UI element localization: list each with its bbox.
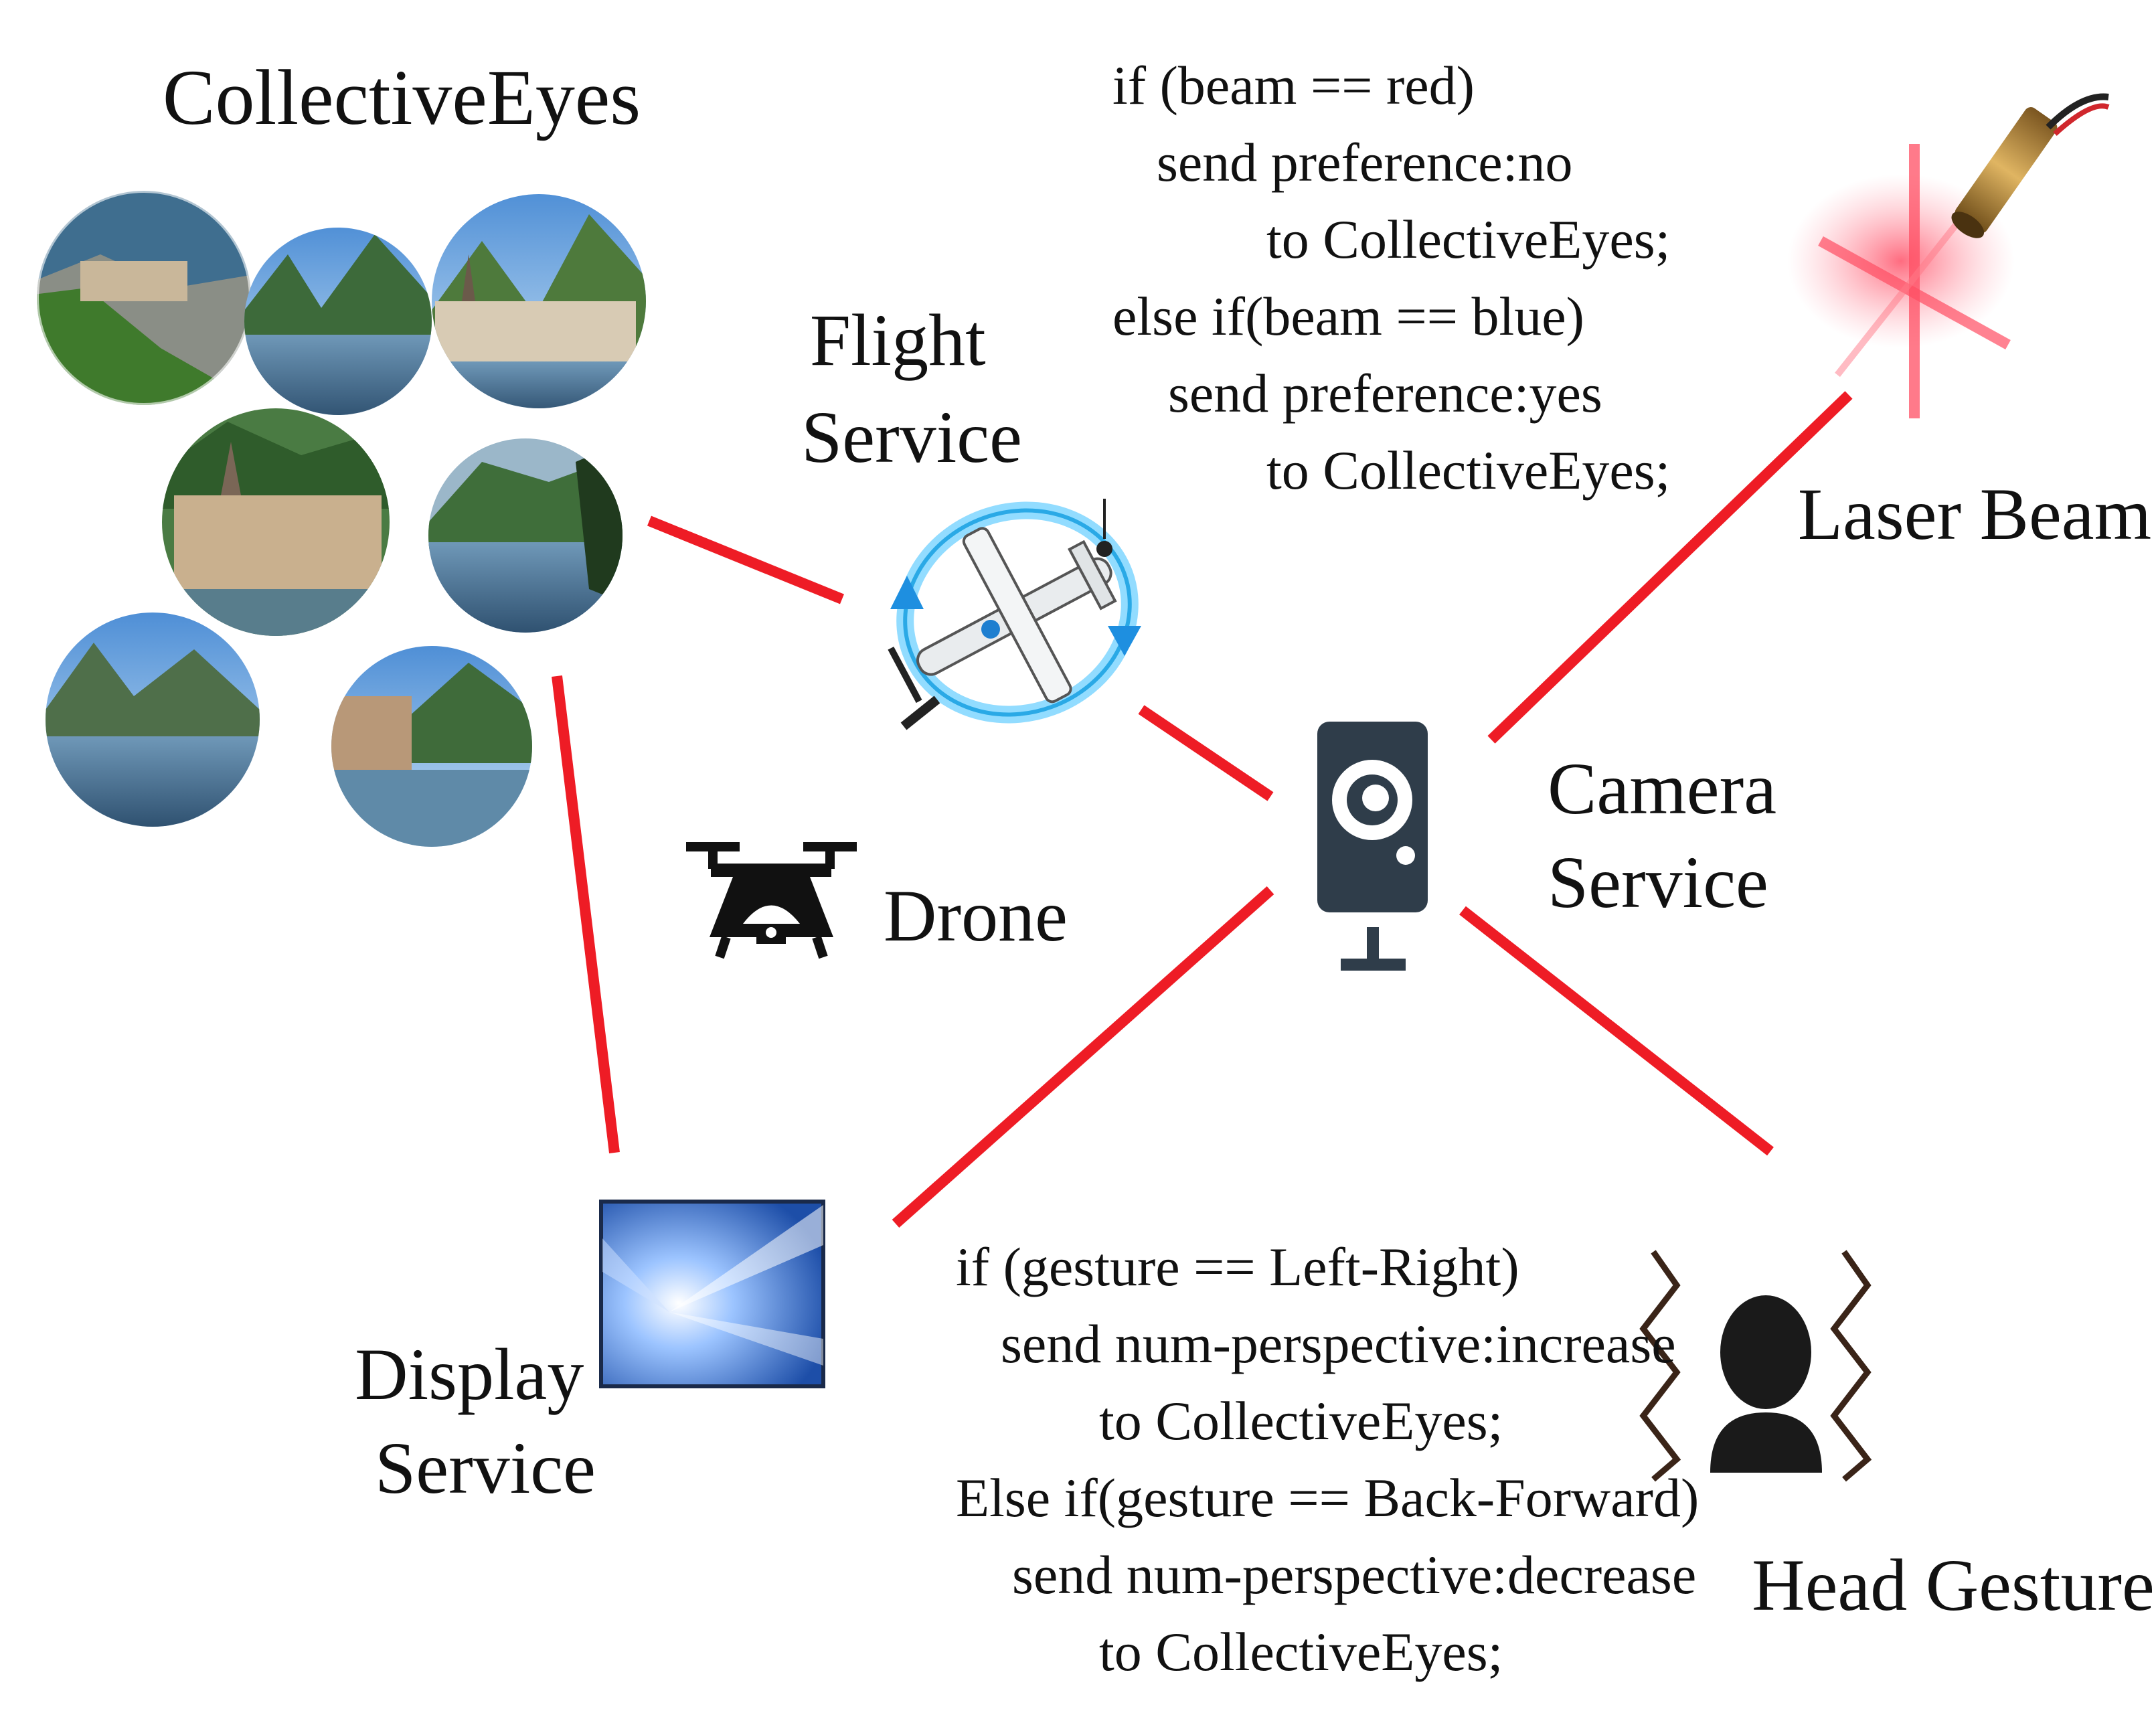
head-gesture-node: Head Gesture [1639, 1250, 2155, 1626]
head-gesture-icon [1639, 1250, 1872, 1482]
drone-icon [686, 842, 857, 959]
code-top-line-4: else if(beam == blue) [1112, 286, 1584, 347]
display-service-label: Display Service [355, 1333, 602, 1509]
link-flight-camera [1138, 705, 1274, 801]
photo-2 [244, 228, 432, 415]
laser-pointer-icon [1787, 93, 2110, 418]
photo-4 [162, 408, 390, 636]
code-top-line-5: send preference:yes [1168, 363, 1602, 424]
code-top: if (beam == red) send preference:no to C… [1112, 55, 1670, 501]
code-bottom-line-6: to CollectiveEyes; [1099, 1621, 1503, 1682]
code-top-line-3: to CollectiveEyes; [1266, 209, 1670, 270]
code-top-line-2: send preference:no [1157, 132, 1573, 193]
display-service-node: Display Service [355, 1200, 825, 1509]
code-top-line-1: if (beam == red) [1112, 55, 1475, 116]
connection-lines [552, 391, 1853, 1228]
camera-label-line-1: Camera [1548, 748, 1776, 829]
flight-label-line-2: Service [801, 396, 1022, 478]
link-camera-display [892, 886, 1274, 1228]
link-camera-head [1459, 906, 1774, 1156]
code-bottom-line-1: if (gesture == Left-Right) [956, 1236, 1519, 1297]
code-bottom-line-4: Else if(gesture == Back-Forward) [956, 1467, 1699, 1528]
laser-beam-label: Laser Beam [1798, 473, 2151, 555]
photo-7 [331, 646, 532, 847]
landscape-photo-collage [35, 189, 646, 847]
code-bottom-line-3: to CollectiveEyes; [1099, 1390, 1503, 1451]
flight-label-line-1: Flight [810, 299, 986, 381]
photo-6 [46, 612, 260, 827]
code-top-line-6: to CollectiveEyes; [1266, 440, 1670, 501]
photo-5 [428, 438, 623, 633]
display-label-line-1: Display [355, 1333, 584, 1415]
page-title: CollectiveEyes [163, 54, 641, 141]
display-label-line-2: Service [375, 1427, 596, 1509]
display-tablet-icon [599, 1200, 825, 1388]
webcam-icon [1317, 722, 1428, 971]
link-photos-display [552, 675, 620, 1153]
flight-service-node: Flight Service [801, 299, 1141, 730]
camera-label-line-2: Service [1548, 841, 1768, 923]
link-photos-flight [647, 515, 845, 604]
drone-node: Drone [686, 842, 1068, 959]
airplane-icon [888, 499, 1141, 730]
code-bottom-line-2: send num-perspective:increase [1001, 1313, 1676, 1374]
drone-label: Drone [884, 875, 1068, 957]
laser-beam-node: Laser Beam [1787, 93, 2151, 555]
head-gesture-label: Head Gesture [1752, 1544, 2155, 1626]
code-bottom-line-5: send num-perspective:decrease [1012, 1544, 1696, 1605]
flight-service-label: Flight Service [801, 299, 1022, 478]
camera-service-label: Camera Service [1548, 748, 1795, 923]
photo-1 [35, 189, 253, 407]
code-bottom: if (gesture == Left-Right) send num-pers… [956, 1236, 1699, 1682]
photo-3 [432, 194, 646, 408]
link-camera-laser [1487, 391, 1853, 744]
camera-service-node: Camera Service [1317, 722, 1795, 971]
